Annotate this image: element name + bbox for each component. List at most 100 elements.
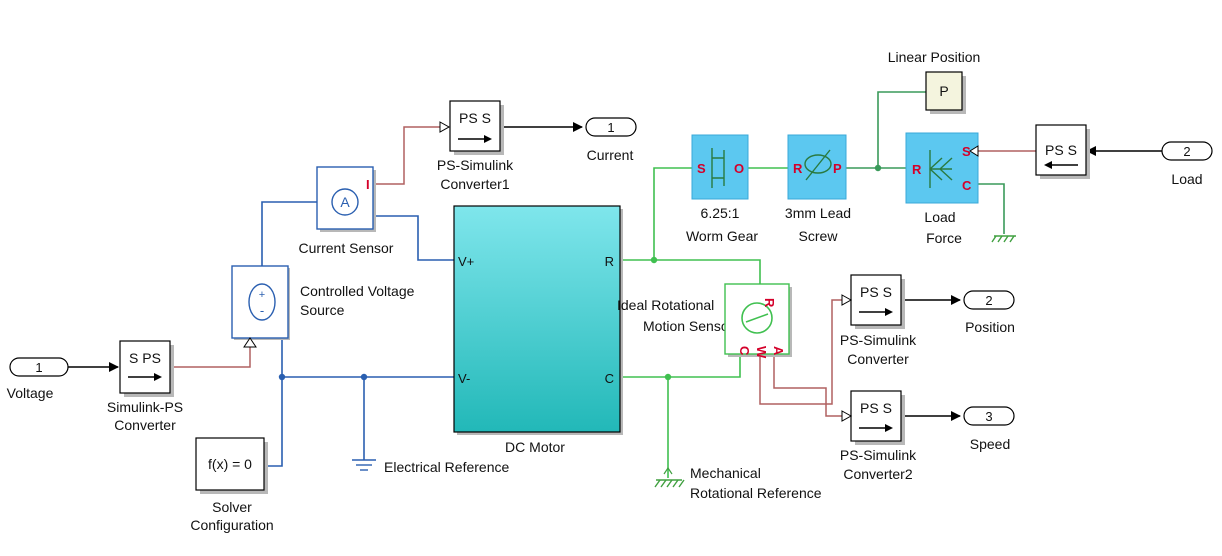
- linear-position-block[interactable]: Linear Position P: [888, 49, 981, 114]
- wire-motor-r-to-sensor-r[interactable]: [620, 259, 761, 284]
- inport-voltage-number: 1: [35, 360, 42, 375]
- lead-screw-icon: [804, 154, 832, 174]
- outport-speed-label: Speed: [970, 436, 1010, 452]
- svg-text:S: S: [962, 144, 971, 159]
- ps-simulink1-icon-text: PS S: [459, 110, 491, 126]
- wire-leadscrew-to-linear-position[interactable]: [877, 91, 926, 168]
- voltage-source-icon: [248, 283, 276, 321]
- controlled-voltage-source-block[interactable]: + - Controlled Voltage Source: [231, 265, 415, 348]
- outport-current-label: Current: [587, 147, 634, 163]
- svg-text:A: A: [771, 346, 786, 356]
- mech-reference-label-line1: Mechanical: [690, 465, 761, 481]
- current-sensor-block[interactable]: A I Current Sensor: [299, 166, 394, 256]
- simulink-ps-label-line2: Converter: [114, 417, 176, 433]
- ps-simulink-pos-label-line1: PS-Simulink: [840, 332, 917, 348]
- svg-text:1: 1: [607, 120, 614, 135]
- worm-gear-label-line2: Worm Gear: [686, 228, 758, 244]
- inport-load-label: Load: [1171, 171, 1202, 187]
- solver-label-line2: Configuration: [190, 517, 273, 533]
- wire-load-force-to-ground[interactable]: [976, 183, 1005, 234]
- simulink-ps-icon-text: S PS: [129, 350, 161, 366]
- dc-motor-label: DC Motor: [505, 439, 565, 455]
- solver-configuration-block[interactable]: f(x) = 0 Solver Configuration: [190, 437, 274, 533]
- motor-port-vminus: V-: [458, 371, 470, 386]
- wire-current-to-ps-converter1[interactable]: [372, 126, 440, 185]
- outport-position-block[interactable]: 2 Position: [963, 290, 1015, 335]
- ps-simulink-converter1-block[interactable]: PS S PS-Simulink Converter1: [437, 100, 514, 192]
- controlled-voltage-label-line1: Controlled Voltage: [300, 283, 415, 299]
- load-force-label-line2: Force: [926, 230, 962, 246]
- wire-source-to-vminus[interactable]: [281, 340, 454, 378]
- ps-simulink-converter2-block[interactable]: PS S PS-Simulink Converter2: [840, 390, 917, 482]
- wire-converter-to-voltage-source[interactable]: [172, 347, 251, 368]
- linear-position-label: Linear Position: [888, 49, 981, 65]
- current-sensor-port-i: I: [366, 177, 370, 192]
- wires: [68, 91, 1162, 478]
- mech-reference-label-line2: Rotational Reference: [690, 485, 822, 501]
- simulink-ps-converter-block[interactable]: S PS Simulink-PS Converter: [107, 340, 183, 433]
- ps-simulink1-label-line2: Converter1: [440, 176, 509, 192]
- lead-screw-label-line2: Screw: [799, 228, 839, 244]
- svg-text:R: R: [793, 161, 803, 176]
- inport-voltage-label: Voltage: [7, 385, 54, 401]
- rot-sensor-label-line1: Ideal Rotational: [617, 297, 714, 313]
- ideal-rotational-motion-sensor-block[interactable]: Ideal Rotational Motion Sensor R C W A: [617, 283, 792, 359]
- solver-label-line1: Solver: [212, 499, 252, 515]
- svg-text:3: 3: [985, 409, 992, 424]
- ps-simulink2-label-line2: Converter2: [843, 466, 912, 482]
- svg-text:PS S: PS S: [860, 400, 892, 416]
- svg-text:+: +: [259, 289, 265, 301]
- ps-simulink-pos-label-line2: Converter: [847, 351, 909, 367]
- outport-current-block[interactable]: 1 Current: [585, 117, 637, 163]
- outport-position-label: Position: [965, 319, 1015, 335]
- motor-port-vplus: V+: [458, 254, 474, 269]
- dc-motor-block[interactable]: V+ V- R C DC Motor: [453, 205, 623, 455]
- ammeter-icon: [331, 188, 359, 216]
- simulink-ps-label-line1: Simulink-PS: [107, 399, 183, 415]
- motor-port-r: R: [605, 254, 614, 269]
- svg-text:P: P: [939, 83, 948, 99]
- worm-gear-icon: [711, 148, 725, 188]
- svg-text:-: -: [260, 303, 264, 318]
- ps-simulink2-label-line1: PS-Simulink: [840, 447, 917, 463]
- electrical-reference-block[interactable]: Electrical Reference: [352, 459, 509, 475]
- wire-bus-to-solver[interactable]: [268, 377, 283, 467]
- svg-text:W: W: [754, 346, 769, 359]
- current-sensor-label: Current Sensor: [299, 240, 394, 256]
- load-force-block[interactable]: R S C Load Force: [905, 132, 1016, 246]
- svg-text:2: 2: [985, 293, 992, 308]
- wire-motor-r-to-worm-gear[interactable]: [653, 167, 692, 260]
- lead-screw-block[interactable]: R P 3mm Lead Screw: [785, 134, 851, 244]
- ps-simulink1-label-line1: PS-Simulink: [437, 157, 514, 173]
- lead-screw-label-line1: 3mm Lead: [785, 205, 851, 221]
- svg-text:O: O: [734, 161, 744, 176]
- wire-current-sensor-to-vplus[interactable]: [372, 215, 454, 261]
- ps-simulink-converter-position-block[interactable]: PS S PS-Simulink Converter: [840, 274, 917, 367]
- svg-text:C: C: [737, 346, 752, 356]
- rotation-sensor-icon: [741, 302, 773, 334]
- svg-text:R: R: [762, 298, 777, 308]
- wire-sensor-to-speed-converter[interactable]: [773, 356, 842, 417]
- wire-sensor-to-position-converter[interactable]: [759, 299, 842, 405]
- controlled-voltage-label-line2: Source: [300, 302, 345, 318]
- mechanical-rotational-reference-block[interactable]: Mechanical Rotational Reference: [654, 465, 822, 501]
- svg-text:PS S: PS S: [860, 284, 892, 300]
- wire-source-to-current-sensor[interactable]: [261, 201, 318, 270]
- outport-speed-block[interactable]: 3 Speed: [963, 406, 1015, 452]
- inport-voltage-block[interactable]: 1 Voltage: [7, 357, 69, 401]
- rot-sensor-label-line2: Motion Sensor: [643, 318, 734, 334]
- ps-input-port-icon: [243, 337, 257, 348]
- worm-gear-block[interactable]: S O 6.25:1 Worm Gear: [686, 134, 758, 244]
- svg-text:PS S: PS S: [1045, 142, 1077, 158]
- ps-simulink-load-block[interactable]: PS S: [1035, 124, 1090, 179]
- svg-text:P: P: [833, 161, 842, 176]
- inport-load-block[interactable]: 2 Load: [1161, 141, 1213, 187]
- force-source-icon: [928, 150, 953, 188]
- wire-motor-c-to-sensor-c[interactable]: [620, 356, 741, 378]
- svg-text:S: S: [697, 161, 706, 176]
- worm-gear-label-line1: 6.25:1: [701, 205, 740, 221]
- svg-text:R: R: [912, 162, 922, 177]
- motor-port-c: C: [605, 371, 614, 386]
- svg-text:C: C: [962, 178, 972, 193]
